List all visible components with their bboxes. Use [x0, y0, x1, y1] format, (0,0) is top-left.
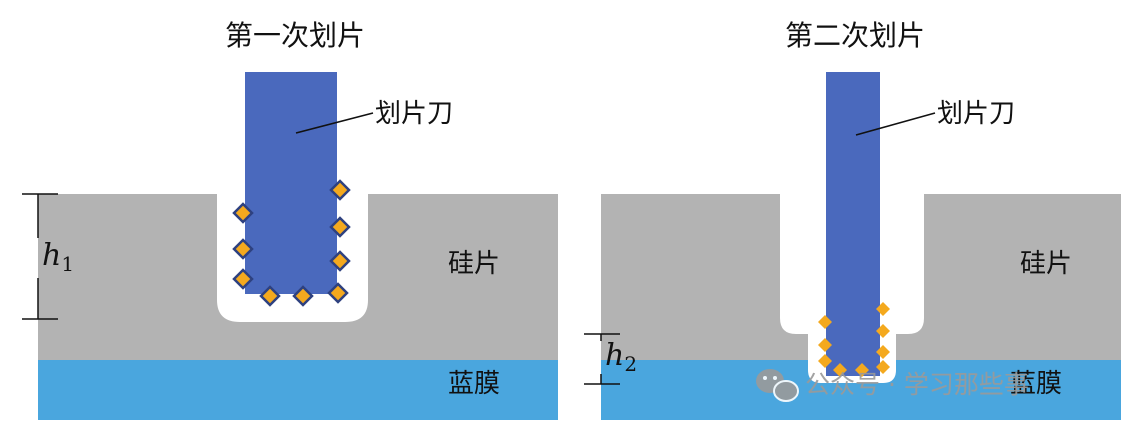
debris-particle [329, 250, 351, 272]
left-blade-leader-line [295, 112, 374, 134]
right-blade-leader-line [855, 112, 936, 136]
left-debris-particles [232, 179, 351, 307]
left-wafer-label: 硅片 [448, 249, 500, 279]
right-debris-particles [818, 302, 890, 377]
second-dicing-title: 第二次划片 [785, 19, 925, 52]
debris-particle [876, 360, 890, 374]
watermark: 公众号 · 学习那些事 [756, 369, 1029, 402]
left-silicon-wafer [38, 194, 558, 360]
second-dicing-panel: 第二次划片 划片刀 硅片 蓝膜 h2 [584, 19, 1121, 420]
right-silicon-wafer [601, 194, 1121, 360]
left-blade-label: 划片刀 [375, 99, 453, 129]
first-dicing-panel: 第一次划片 划片刀 硅片 蓝膜 h1 [22, 19, 558, 420]
debris-particle [818, 354, 832, 368]
debris-particle [327, 282, 349, 304]
debris-particle [259, 285, 281, 307]
first-dicing-title: 第一次划片 [225, 19, 365, 52]
right-dicing-blade [826, 72, 880, 376]
debris-particle [329, 216, 351, 238]
left-blue-film [38, 360, 558, 420]
debris-particle [855, 363, 869, 377]
right-film-label: 蓝膜 [1010, 369, 1062, 399]
debris-particle [876, 345, 890, 359]
debris-particle [818, 338, 832, 352]
left-dicing-blade [245, 72, 337, 294]
wechat-icon [756, 369, 799, 402]
right-wafer-label: 硅片 [1020, 249, 1072, 279]
debris-particle [876, 324, 890, 338]
right-blade-label: 划片刀 [937, 99, 1015, 129]
debris-particle [292, 285, 314, 307]
depth-h2-label: h2 [605, 338, 637, 376]
debris-particle [818, 315, 832, 329]
watermark-text: 公众号 · 学习那些事 [805, 370, 1029, 399]
debris-particle [232, 238, 254, 260]
debris-particle [876, 302, 890, 316]
debris-particle [833, 363, 847, 377]
debris-particle [232, 268, 254, 290]
debris-particle [232, 202, 254, 224]
depth-h1-label: h1 [42, 238, 74, 276]
debris-particle [329, 179, 351, 201]
right-depth-marker [584, 333, 620, 385]
left-film-label: 蓝膜 [448, 369, 500, 399]
left-depth-marker [22, 193, 58, 320]
